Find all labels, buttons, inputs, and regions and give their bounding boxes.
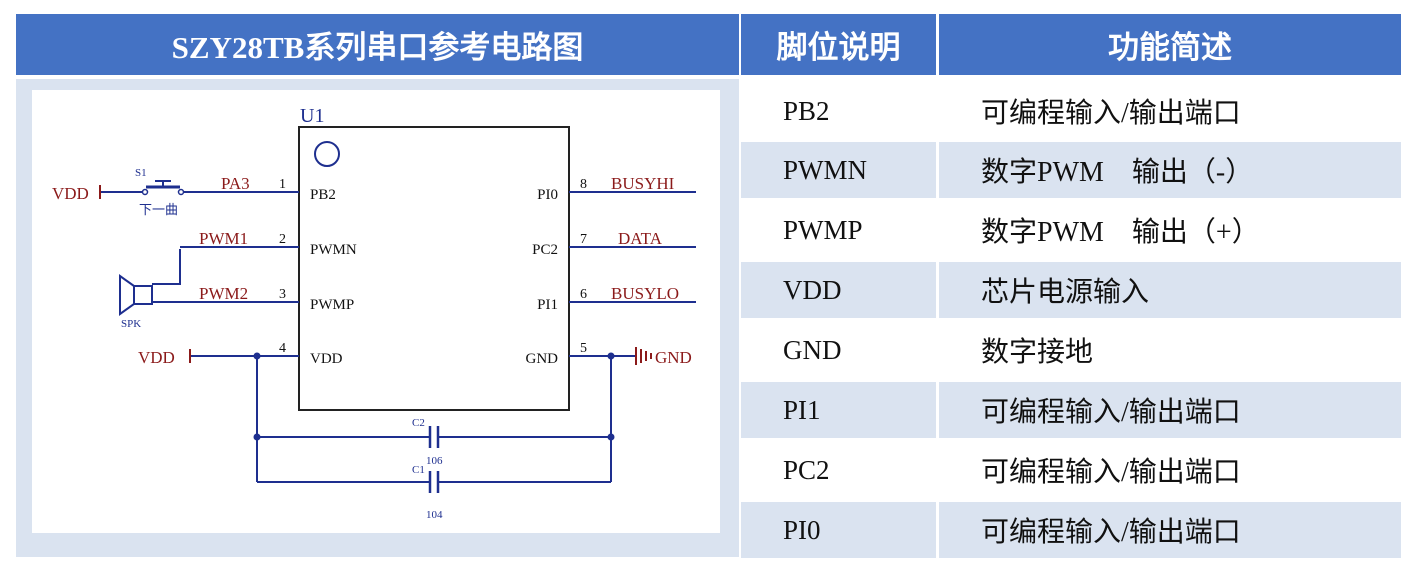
table-row-func: 芯片电源输入 [939, 262, 1401, 318]
schematic-canvas: U1 PB2 PWMN PWMP VDD PI0 PC2 PI1 GND 1 2… [32, 90, 720, 533]
pin-number-8: 8 [580, 177, 587, 192]
func-cell: 芯片电源输入 [981, 277, 1150, 308]
chip-body [298, 126, 570, 411]
func-cell: 可编程输入/输出端口 [981, 397, 1241, 428]
pin-name-vdd: VDD [310, 351, 343, 367]
net-busyhi: BUSYHI [611, 174, 675, 193]
func-cell: 数字接地 [981, 337, 1094, 368]
pin-number-7: 7 [580, 232, 587, 247]
table-row-func: 可编程输入/输出端口 [939, 83, 1401, 139]
pin-number-4: 4 [279, 341, 286, 356]
table-row-pin: PI0 [741, 502, 936, 558]
table-row-func: 可编程输入/输出端口 [939, 502, 1401, 558]
pin-number-2: 2 [279, 232, 286, 247]
table-row-func: 数字PWM 输出（+） [939, 202, 1401, 258]
pin-number-6: 6 [580, 287, 587, 302]
table-row-func: 可编程输入/输出端口 [939, 442, 1401, 498]
switch-ref: S1 [135, 167, 147, 179]
pin-cell: PI1 [783, 394, 821, 425]
c1-ref: C1 [412, 464, 425, 476]
schematic-title-text: SZY28TB系列串口参考电路图 [171, 30, 584, 65]
pin-cell: VDD [783, 274, 842, 305]
table-row-func: 数字接地 [939, 322, 1401, 378]
junction-gnd [607, 352, 615, 360]
junction-c2-right [607, 433, 615, 441]
func-cell: 数字PWM 输出（-） [981, 157, 1254, 188]
c2-ref: C2 [412, 417, 425, 429]
net-busylo: BUSYLO [611, 284, 679, 303]
c2-value: 106 [426, 455, 443, 467]
junction-vdd [253, 352, 261, 360]
table-row-pin: PB2 [741, 83, 936, 139]
pin-name-pi0: PI0 [537, 187, 558, 203]
pwm1-drop-wire [152, 249, 181, 285]
speaker-body [133, 285, 153, 305]
circuit-diagram: U1 PB2 PWMN PWMP VDD PI0 PC2 PI1 GND 1 2… [52, 105, 696, 521]
func-cell: 可编程输入/输出端口 [981, 98, 1241, 129]
speaker-ref: SPK [121, 318, 141, 330]
pin-cell: PWMN [783, 154, 868, 185]
pin-cell: PC2 [783, 454, 830, 485]
ground-symbol [635, 347, 652, 365]
net-pa3: PA3 [221, 174, 250, 193]
pin-cell: PI0 [783, 514, 821, 545]
schematic-title: SZY28TB系列串口参考电路图 [16, 14, 739, 75]
pin-name-pc2: PC2 [532, 242, 558, 258]
net-gnd: GND [655, 348, 692, 367]
net-pwm2: PWM2 [199, 284, 248, 303]
table-row-pin: PWMP [741, 202, 936, 258]
net-data: DATA [618, 229, 663, 248]
table-row-pin: VDD [741, 262, 936, 318]
net-pwm1: PWM1 [199, 229, 248, 248]
func-cell: 可编程输入/输出端口 [981, 457, 1241, 488]
chip-designator: U1 [300, 105, 324, 127]
pin-name-pi1: PI1 [537, 297, 558, 313]
function-column-header: 功能简述 [939, 14, 1401, 75]
table-row-func: 数字PWM 输出（-） [939, 142, 1401, 198]
table-row-pin: PWMN [741, 142, 936, 198]
c1-value: 104 [426, 509, 443, 521]
pin-cell: PWMP [783, 214, 863, 245]
table-row-pin: GND [741, 322, 936, 378]
table-row-pin: PC2 [741, 442, 936, 498]
speaker-cone [119, 274, 135, 316]
pin-number-5: 5 [580, 341, 587, 356]
pin-number-3: 3 [279, 287, 286, 302]
pin-cell: GND [783, 334, 842, 365]
net-vdd-top: VDD [52, 184, 89, 203]
func-cell: 可编程输入/输出端口 [981, 517, 1241, 548]
net-vdd-bottom: VDD [138, 348, 175, 367]
function-column-header-text: 功能简述 [1108, 30, 1232, 65]
pin-column-header: 脚位说明 [741, 14, 936, 75]
func-cell: 数字PWM 输出（+） [981, 217, 1260, 248]
pin-cell: PB2 [783, 95, 830, 126]
chip-orientation-dot [314, 141, 340, 167]
pin-name-pwmn: PWMN [310, 242, 357, 258]
table-row-pin: PI1 [741, 382, 936, 438]
pin-number-1: 1 [279, 177, 286, 192]
table-row-func: 可编程输入/输出端口 [939, 382, 1401, 438]
pin-name-pwmp: PWMP [310, 297, 354, 313]
switch-label: 下一曲 [139, 202, 178, 217]
pin-column-header-text: 脚位说明 [776, 30, 901, 65]
pin-name-gnd: GND [526, 351, 559, 367]
pin-name-pb2: PB2 [310, 187, 336, 203]
junction-c2-left [253, 433, 261, 441]
